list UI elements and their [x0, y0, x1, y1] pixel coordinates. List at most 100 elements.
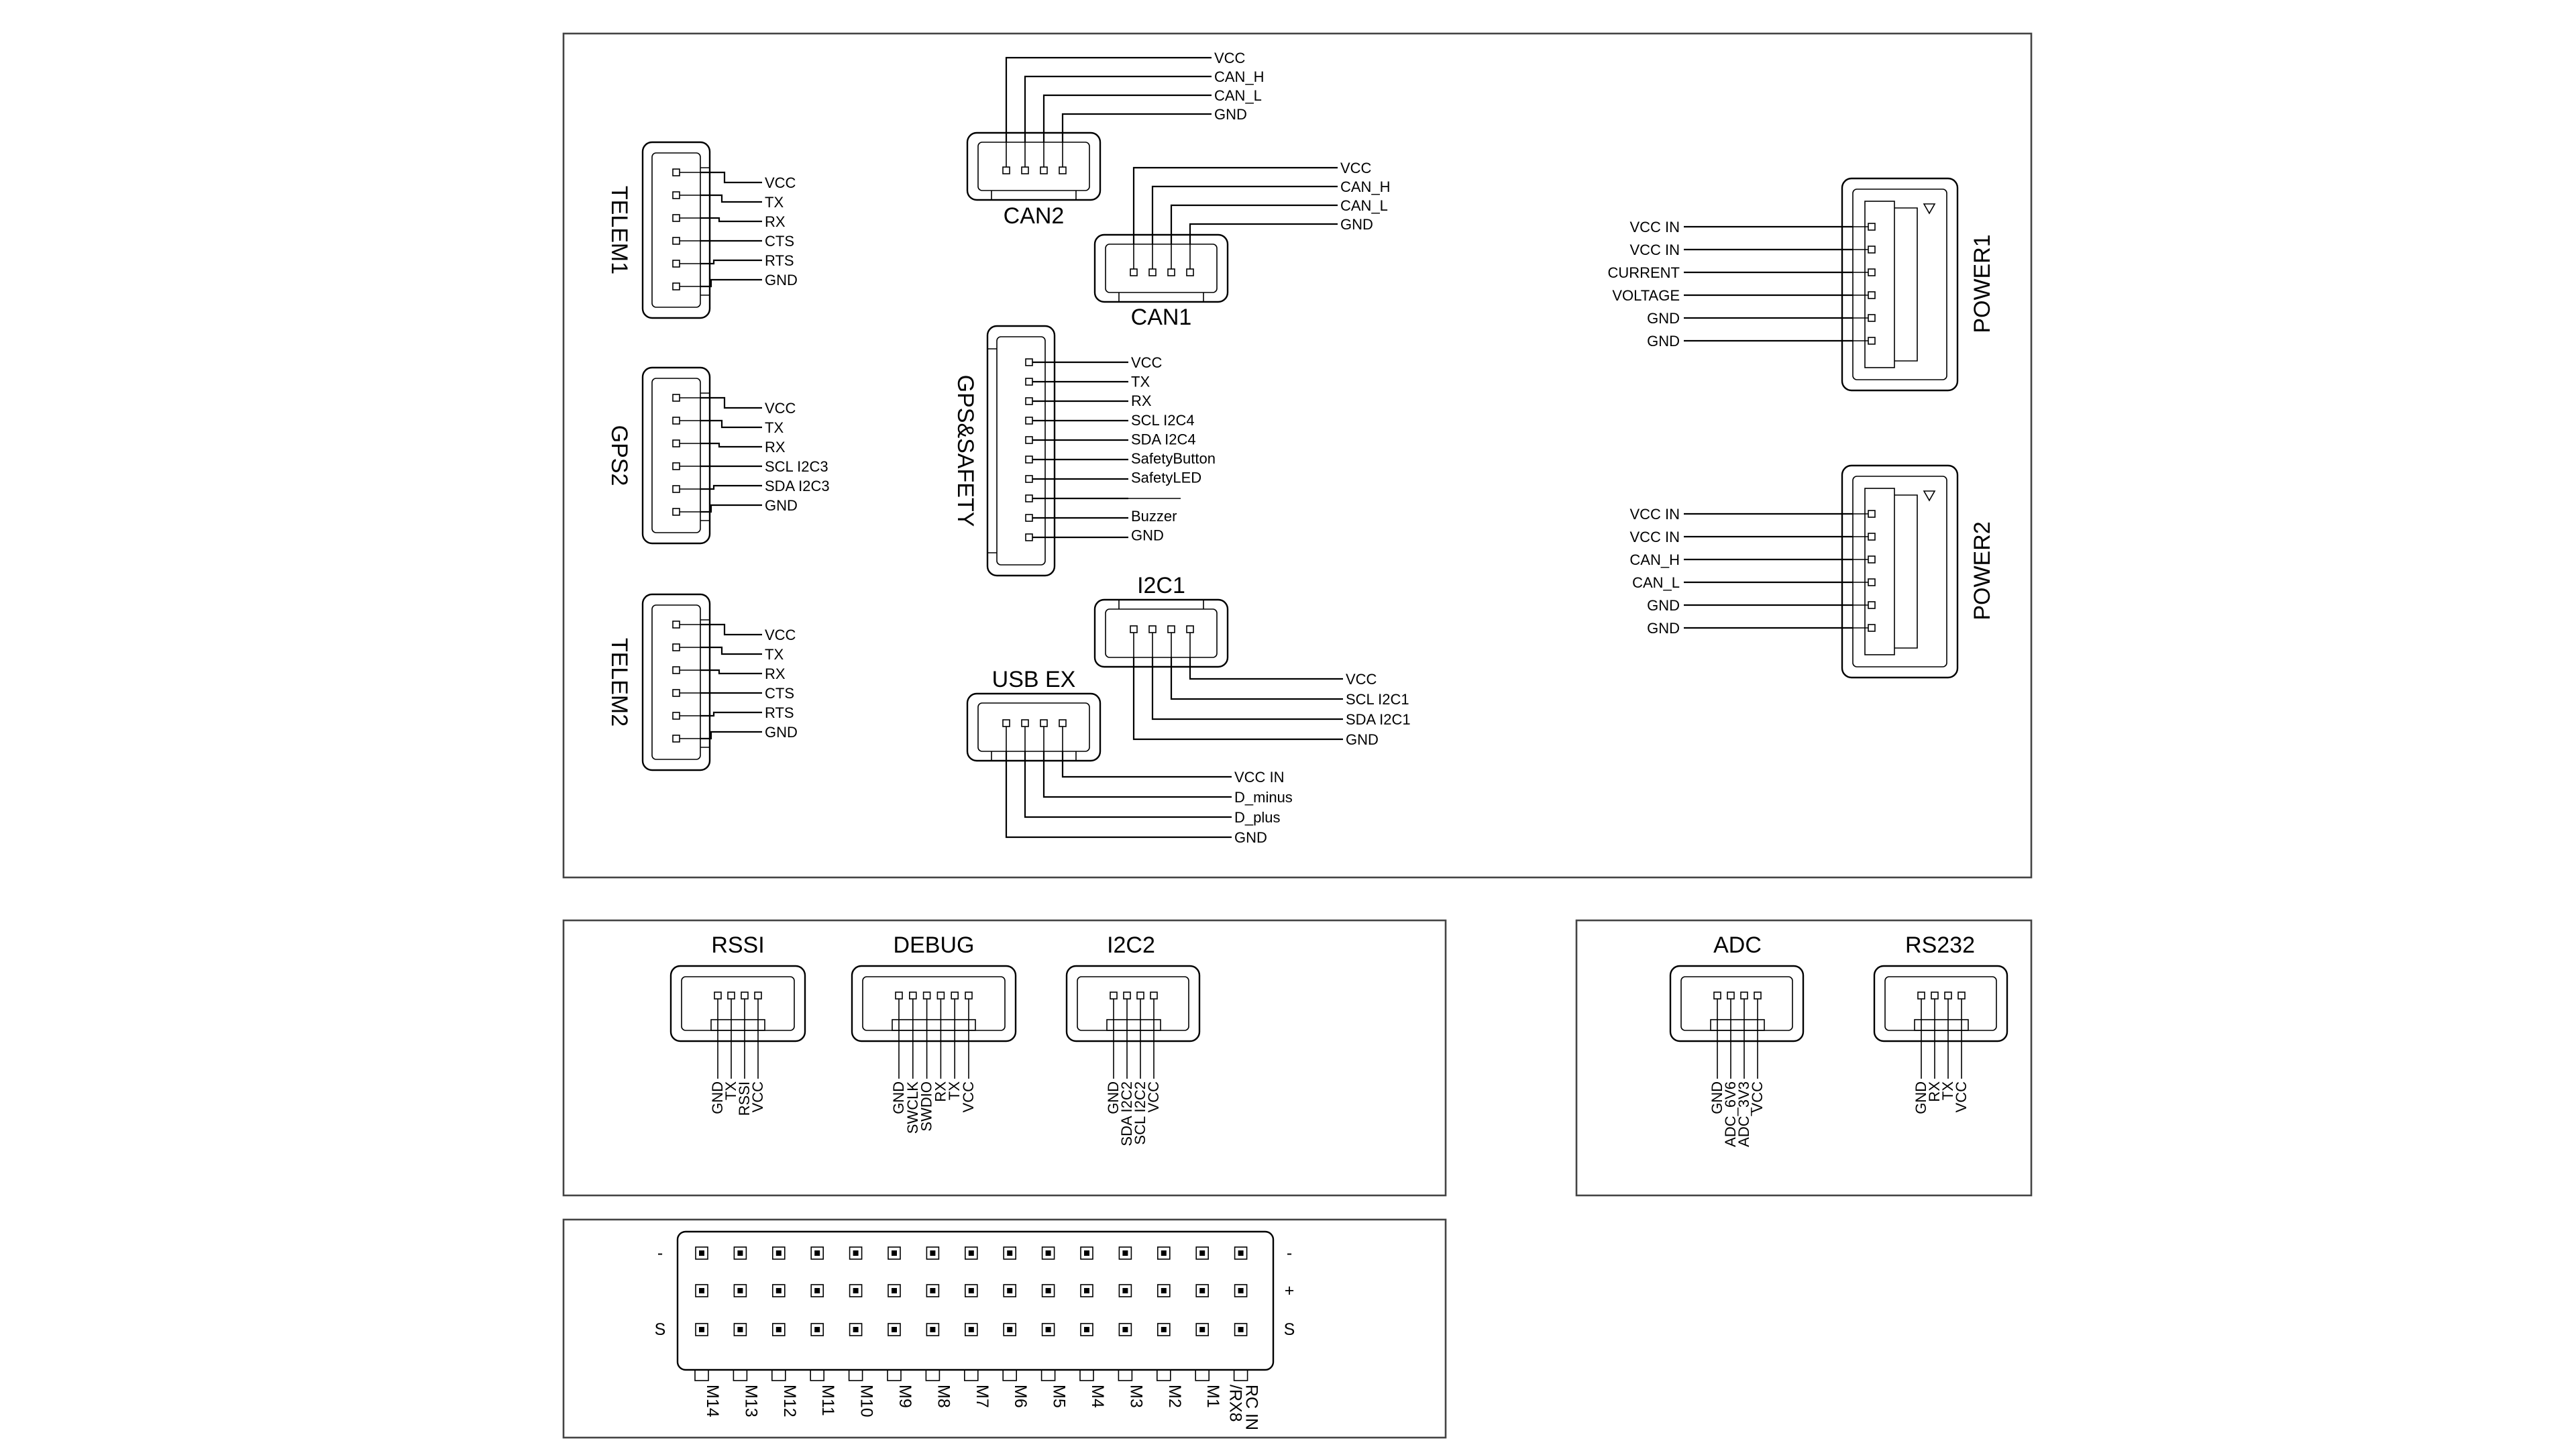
- rail-pin-2-2: [733, 1284, 747, 1297]
- rail-pin-6-1: [888, 1246, 901, 1260]
- rail-pin-7-1: [926, 1246, 940, 1260]
- i2c1-pin-label-4: GND: [1346, 731, 1379, 748]
- rail-pin-4-3: [810, 1323, 824, 1336]
- can1-title: CAN1: [1131, 305, 1192, 330]
- rail-pin-7-2: [926, 1284, 940, 1297]
- rail-pin-11-2: [1080, 1284, 1093, 1297]
- telem1-pin-label-6: GND: [765, 272, 798, 288]
- rail-pin-13-2: [1157, 1284, 1171, 1297]
- power2-title: POWER2: [1970, 521, 1995, 620]
- usb-ex-pin-label-3: D_plus: [1234, 809, 1280, 826]
- gps2-title: GPS2: [606, 425, 632, 486]
- rail-pin-3-2: [772, 1284, 786, 1297]
- can2-pin-label-1: VCC: [1214, 50, 1246, 66]
- gps-safety-pin-label-10: GND: [1131, 527, 1164, 543]
- rail-pin-15-1: [1234, 1246, 1248, 1260]
- rail-pin-12-2: [1118, 1284, 1132, 1297]
- rail-column-label-8: M7: [973, 1385, 991, 1408]
- power1-pin-label-3: CURRENT: [1607, 264, 1680, 281]
- rail-row-left-1: -: [657, 1244, 663, 1263]
- usb-ex-pin-label-1: VCC IN: [1234, 769, 1285, 786]
- telem2-pin-label-6: GND: [765, 724, 798, 741]
- i2c1-pin-label-3: SDA I2C1: [1346, 711, 1411, 728]
- i2c2-pin-label-3: SCL I2C2: [1132, 1081, 1148, 1145]
- i2c2-pin-label-1: GND: [1105, 1081, 1122, 1114]
- adc-pin-label-3: ADC_3V3: [1735, 1081, 1752, 1147]
- rail-pin-11-1: [1080, 1246, 1093, 1260]
- telem2-title: TELEM2: [606, 638, 632, 727]
- rail-pin-12-1: [1118, 1246, 1132, 1260]
- rail-column-label-4: M11: [818, 1385, 837, 1416]
- rail-pin-5-3: [849, 1323, 863, 1336]
- rail-pin-15-2: [1234, 1284, 1248, 1297]
- gps-safety-pin-label-3: RX: [1131, 392, 1152, 409]
- telem2-pin-label-2: TX: [765, 646, 784, 663]
- i2c1-pin-label-2: SCL I2C1: [1346, 691, 1409, 708]
- i2c2-pin-label-4: VCC: [1145, 1081, 1162, 1113]
- gps-safety-pin-label-9: Buzzer: [1131, 508, 1177, 525]
- telem2-pin-label-1: VCC: [765, 627, 796, 643]
- rail-pin-3-3: [772, 1323, 786, 1336]
- telem1-pin-label-5: RTS: [765, 252, 794, 269]
- power1-connector: POWER1: [1841, 177, 1995, 392]
- gps2-pin-label-3: RX: [765, 439, 786, 455]
- rssi-pin-label-4: VCC: [749, 1081, 766, 1113]
- gps-safety-pin-label-5: SDA I2C4: [1131, 431, 1196, 447]
- rail-row-right-3: S: [1284, 1320, 1295, 1339]
- rail-column-label-14: M1: [1203, 1385, 1222, 1408]
- debug-pin-label-3: SWDIO: [918, 1081, 935, 1132]
- adc-pin-label-1: GND: [1709, 1081, 1725, 1114]
- gps-safety-title: GPS&SAFETY: [953, 375, 978, 527]
- debug-pin-label-1: GND: [890, 1081, 907, 1114]
- gps-safety-pin-label-2: TX: [1131, 374, 1150, 390]
- rail-pin-14-2: [1195, 1284, 1209, 1297]
- rail-row-left-3: S: [655, 1320, 666, 1339]
- power1-pin-label-4: VOLTAGE: [1612, 287, 1680, 304]
- i2c2-title: I2C2: [1107, 932, 1155, 958]
- rail-pin-6-3: [888, 1323, 901, 1336]
- gps-safety-pin-label-6: SafetyButton: [1131, 450, 1216, 467]
- power2-pin-label-6: GND: [1647, 620, 1680, 637]
- can1-pin-label-4: GND: [1340, 216, 1373, 233]
- gps-safety-pin-label-1: VCC: [1131, 354, 1163, 371]
- can2-title: CAN2: [1004, 203, 1065, 229]
- i2c1-title: I2C1: [1137, 573, 1185, 598]
- rail-column-label-6: M9: [896, 1385, 914, 1408]
- rail-pin-9-3: [1003, 1323, 1016, 1336]
- usb-ex-title: USB EX: [992, 667, 1076, 692]
- rail-pin-1-3: [695, 1323, 708, 1336]
- rail-pin-8-3: [965, 1323, 978, 1336]
- rail-column-label-15-1: RC IN: [1242, 1385, 1261, 1430]
- power1-pin-label-6: GND: [1647, 333, 1680, 350]
- gps2-pin-label-5: SDA I2C3: [765, 478, 830, 494]
- usb-ex-pin-label-2: D_minus: [1234, 789, 1293, 806]
- rail-column-label-10: M5: [1050, 1385, 1069, 1408]
- telem2-pin-label-4: CTS: [765, 685, 794, 702]
- rail-pin-4-2: [810, 1284, 824, 1297]
- rail-pin-10-3: [1041, 1323, 1055, 1336]
- debug-pin-label-2: SWCLK: [904, 1081, 921, 1134]
- rs232-title: RS232: [1905, 932, 1975, 958]
- gps-safety-pin-label-7: SafetyLED: [1131, 470, 1201, 486]
- rail-pin-1-2: [695, 1284, 708, 1297]
- can1-pin-label-3: CAN_L: [1340, 197, 1388, 214]
- rail-pin-7-3: [926, 1323, 940, 1336]
- can2-pin-label-4: GND: [1214, 106, 1247, 123]
- power2-pin-label-2: VCC IN: [1629, 529, 1680, 545]
- rail-pin-8-2: [965, 1284, 978, 1297]
- telem1-pin-label-1: VCC: [765, 174, 796, 191]
- rail-pin-2-3: [733, 1323, 747, 1336]
- rail-pin-10-2: [1041, 1284, 1055, 1297]
- rail-pin-3-1: [772, 1246, 786, 1260]
- gps2-connector: GPS2: [606, 366, 711, 545]
- rs232-pin-label-3: TX: [1939, 1081, 1956, 1100]
- rail-pin-15-3: [1234, 1323, 1248, 1336]
- rail-pin-8-1: [965, 1246, 978, 1260]
- rail-pin-4-1: [810, 1246, 824, 1260]
- power1-pin-label-1: VCC IN: [1629, 219, 1680, 235]
- power2-pin-label-4: CAN_L: [1632, 574, 1680, 591]
